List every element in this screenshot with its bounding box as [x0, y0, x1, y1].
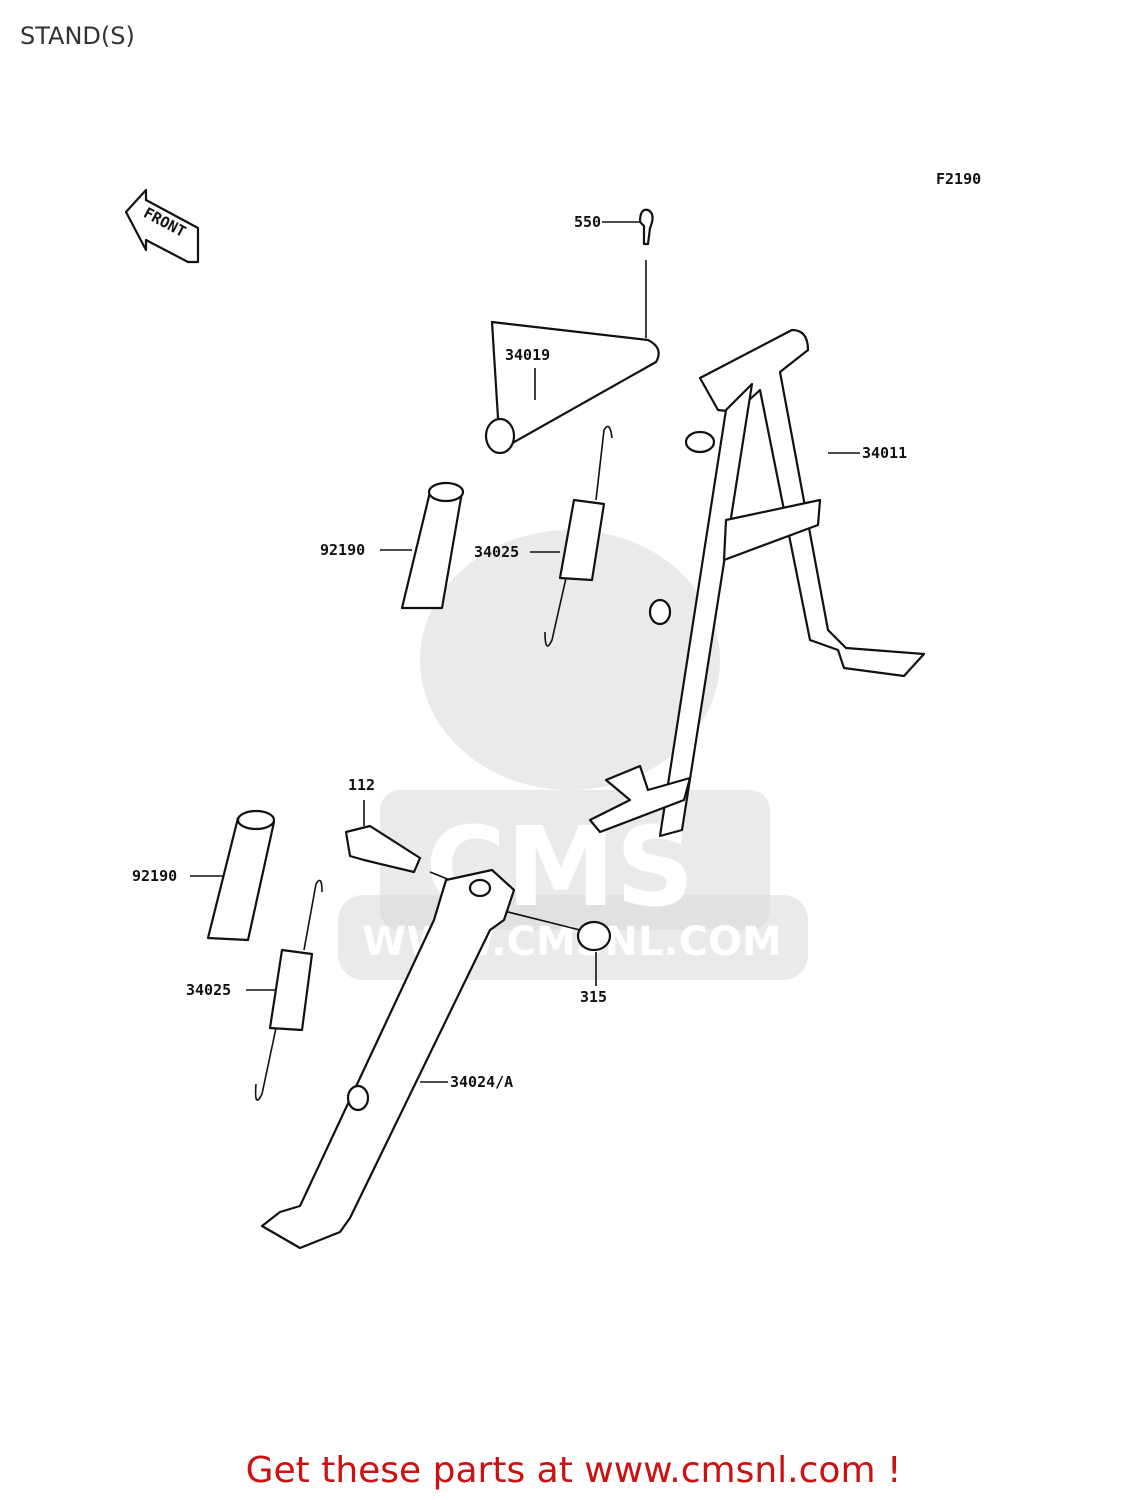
- part-315-nut: 315: [499, 909, 612, 1006]
- part-34024a-side-stand: 34024/A: [260, 868, 516, 1250]
- callout-550: 550: [574, 213, 601, 231]
- part-92190-collar-lower: 92190: [132, 809, 276, 942]
- callout-34025-lower: 34025: [186, 981, 231, 999]
- figure-code: F2190: [936, 170, 981, 188]
- callout-92190-upper: 92190: [320, 541, 365, 559]
- part-112-bolt: 112: [344, 776, 471, 889]
- part-92190-collar-upper: 92190: [320, 481, 465, 610]
- callout-315: 315: [580, 988, 607, 1006]
- page-title: STAND(S): [20, 22, 135, 50]
- callout-92190-lower: 92190: [132, 867, 177, 885]
- callout-34024a: 34024/A: [450, 1073, 513, 1091]
- part-34025-spring-lower: 34025: [186, 879, 323, 1101]
- part-34011-main-stand: 34011: [588, 328, 926, 838]
- callout-112: 112: [348, 776, 375, 794]
- footer-cta-link[interactable]: Get these parts at www.cmsnl.com !: [245, 1450, 902, 1491]
- callout-34011: 34011: [862, 444, 907, 462]
- front-arrow-icon: FRONT: [124, 188, 200, 264]
- callout-34025-upper: 34025: [474, 543, 519, 561]
- part-34025-spring-upper: 34025: [474, 425, 613, 647]
- callout-34019: 34019: [505, 346, 550, 364]
- part-550-cotter-pin: 550: [574, 208, 654, 338]
- part-34019-pivot-shaft: 34019: [484, 320, 660, 455]
